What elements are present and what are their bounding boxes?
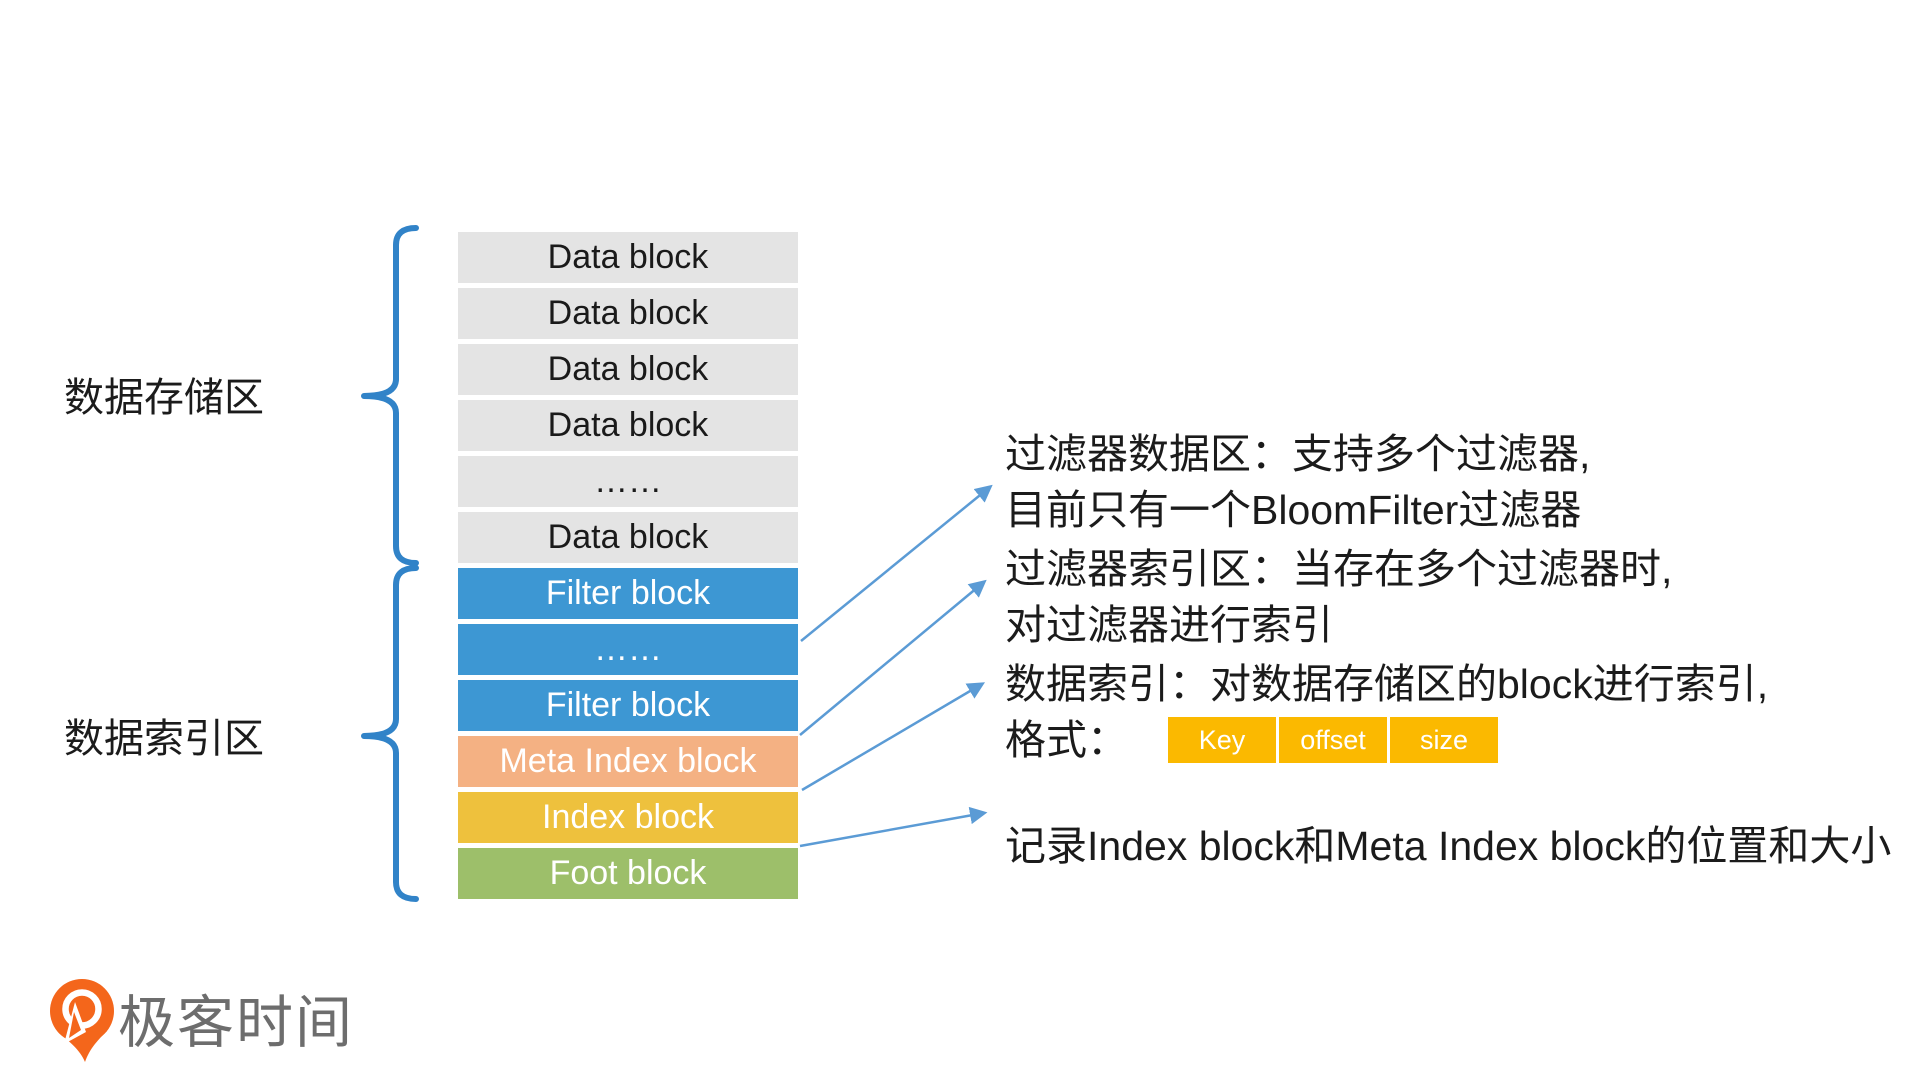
annotation-filter-data-line1: 过滤器数据区：支持多个过滤器, <box>1005 431 1591 477</box>
block-data-ellipsis: …… <box>458 456 798 507</box>
annotation-data-index: 数据索引：对数据存储区的block进行索引, 格式： Key offset si… <box>1005 656 1768 768</box>
arrow-meta-index-to-note <box>799 579 987 736</box>
block-data-1: Data block <box>458 232 798 283</box>
label-data-index-area: 数据索引区 <box>64 717 264 761</box>
format-cell-size: size <box>1390 717 1498 763</box>
annotation-filter-index-area: 过滤器索引区：当存在多个过滤器时, 对过滤器进行索引 <box>1005 541 1672 653</box>
annotation-filter-data-area: 过滤器数据区：支持多个过滤器, 目前只有一个BloomFilter过滤器 <box>1005 426 1590 538</box>
sstable-block-stack: Data block Data block Data block Data bl… <box>458 232 798 899</box>
index-format-table: Key offset size <box>1168 717 1498 763</box>
block-filter-ellipsis: …… <box>458 624 798 675</box>
annotation-data-index-line1: 数据索引：对数据存储区的block进行索引, <box>1005 661 1769 707</box>
annotation-filter-index-line2: 对过滤器进行索引 <box>1005 602 1333 648</box>
geektime-logo-icon <box>50 979 114 1062</box>
block-data-5: Data block <box>458 512 798 563</box>
arrow-filter-blocks-to-note <box>800 484 993 642</box>
block-foot: Foot block <box>458 848 798 899</box>
block-index: Index block <box>458 792 798 843</box>
annotation-foot-note: 记录Index block和Meta Index block的位置和大小 <box>1005 818 1891 874</box>
block-data-3: Data block <box>458 344 798 395</box>
brace-data-storage <box>361 225 419 566</box>
annotation-format-row: 格式： Key offset size <box>1005 712 1768 768</box>
arrow-foot-block-to-note <box>799 806 988 848</box>
format-label: 格式： <box>1005 717 1128 763</box>
format-cell-key: Key <box>1168 717 1276 763</box>
format-cell-offset: offset <box>1279 717 1387 763</box>
geektime-logo-text: 极客时间 <box>118 991 354 1055</box>
annotation-filter-data-line2: 目前只有一个BloomFilter过滤器 <box>1005 487 1582 533</box>
annotation-foot-note-text: 记录Index block和Meta Index block的位置和大小 <box>1005 823 1892 869</box>
annotation-filter-index-line1: 过滤器索引区：当存在多个过滤器时, <box>1005 546 1673 592</box>
arrow-index-block-to-note <box>801 682 986 792</box>
label-data-storage-area: 数据存储区 <box>64 376 264 420</box>
block-meta-index: Meta Index block <box>458 736 798 787</box>
block-data-2: Data block <box>458 288 798 339</box>
block-filter-2: Filter block <box>458 680 798 731</box>
block-data-4: Data block <box>458 400 798 451</box>
brace-data-index <box>361 565 419 902</box>
block-filter-1: Filter block <box>458 568 798 619</box>
